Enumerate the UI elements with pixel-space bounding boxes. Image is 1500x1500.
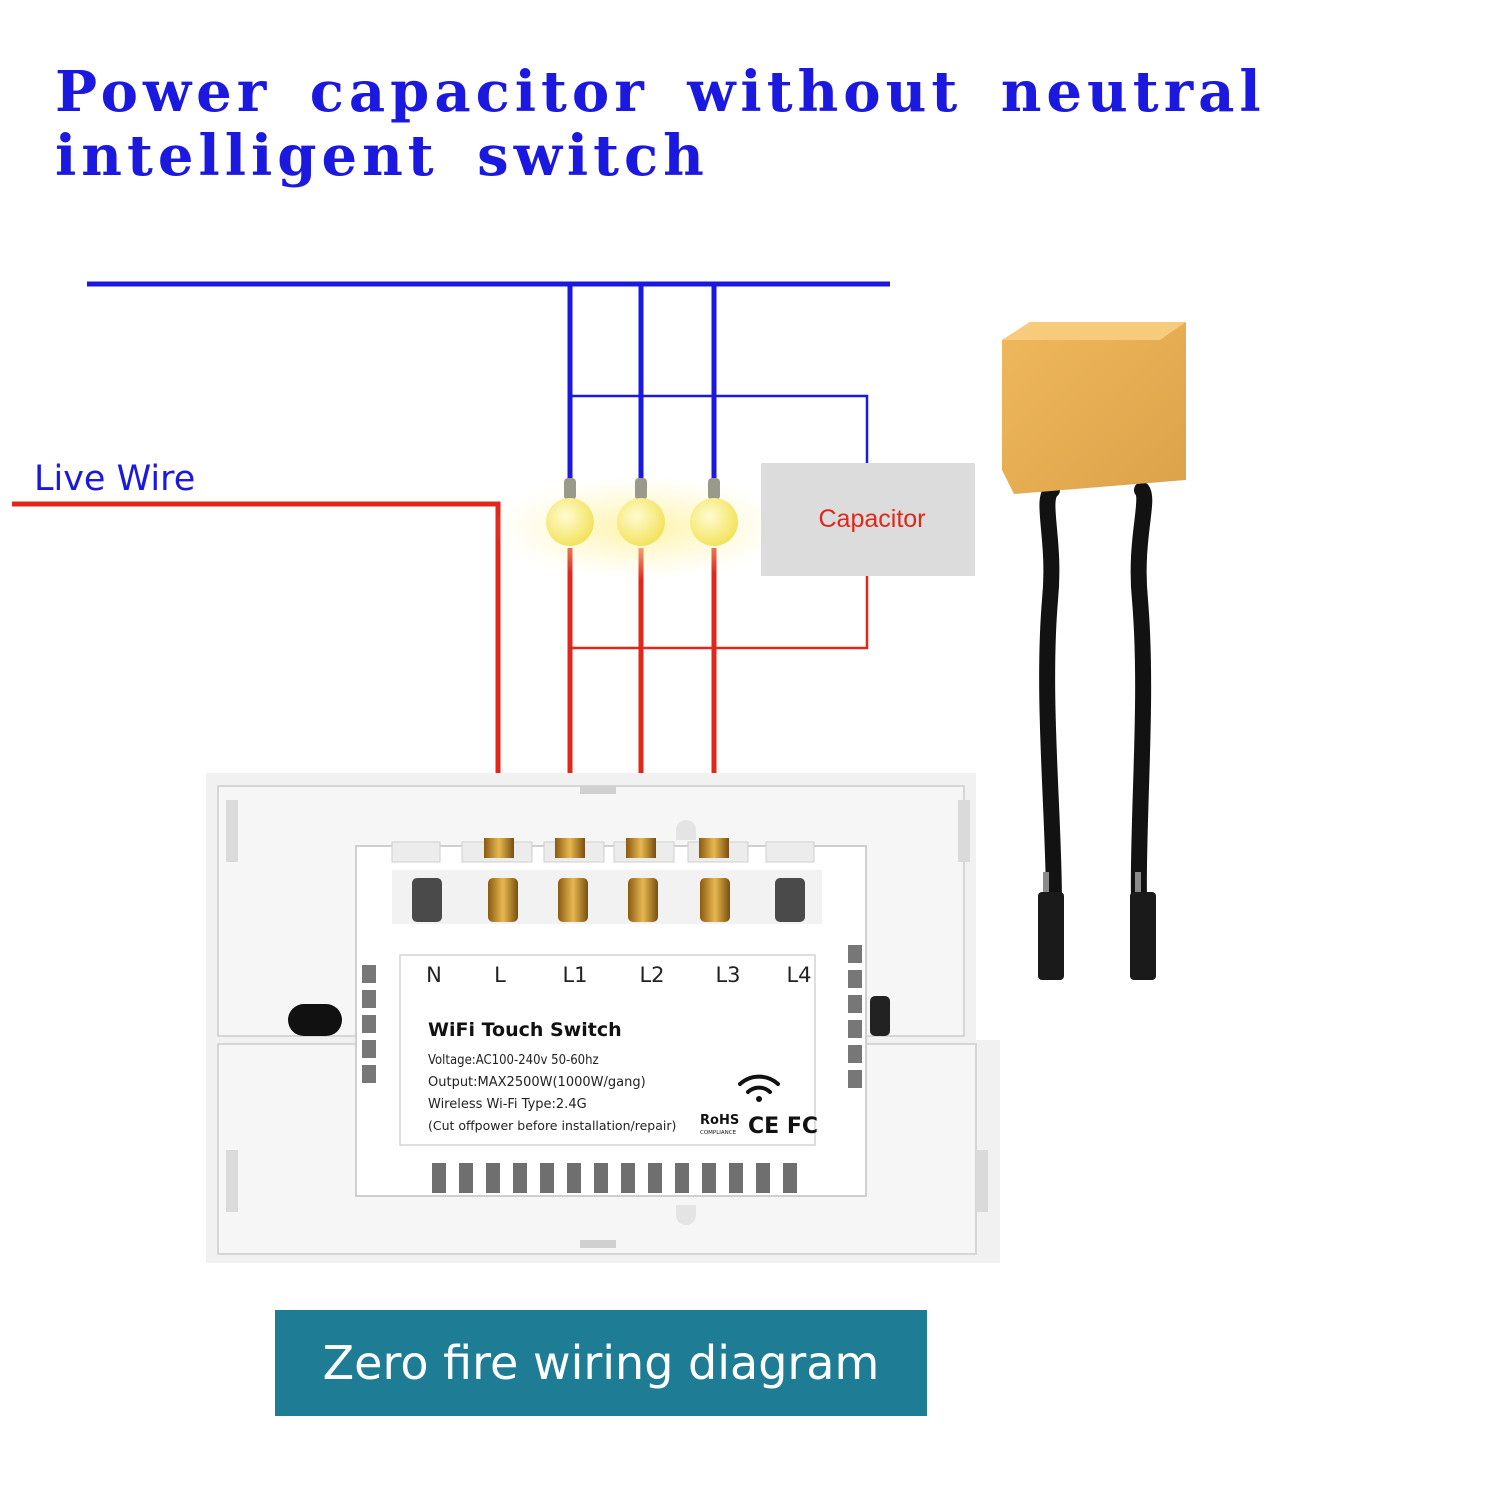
footer-banner: Zero fire wiring diagram [275,1310,927,1416]
capacitor-neutral-lead [570,394,869,463]
bulb-icon [617,478,665,546]
ce-fc-marks: CE FC [748,1114,818,1139]
side-vents-left [362,965,376,1083]
screw-terminals [412,838,805,922]
device-spec-wireless: Wireless Wi-Fi Type:2.4G [428,1097,587,1112]
bulb-icon [690,478,738,546]
screw-icon [699,838,729,858]
screw-icon [555,838,585,858]
rohs-mark: RoHS [700,1113,739,1128]
capacitor-live-lead [570,576,869,650]
terminal-label-l4: L4 [786,963,811,987]
neutral-wires [87,281,890,482]
diagram-title: Power capacitor without neutral intellig… [55,59,1266,189]
bulb-icon [546,478,594,546]
live-wire-label: Live Wire [34,459,195,499]
bottom-vents [432,1163,797,1193]
screw-icon [626,838,656,858]
terminal-labels: N L L1 L2 L3 L4 [426,963,811,987]
capacitor-illustration [1002,322,1186,980]
footer-label: Zero fire wiring diagram [322,1336,880,1390]
capacitor-box [761,463,975,576]
wifi-icon [738,1074,780,1102]
terminal-label-n: N [426,963,442,987]
device-spec-warning: (Cut offpower before installation/repair… [428,1118,676,1133]
terminal-label-l1: L1 [562,963,587,987]
light-bulbs [492,476,792,580]
device-spec-output: Output:MAX2500W(1000W/gang) [428,1075,646,1090]
device-spec-voltage: Voltage:AC100-240v 50-60hz [428,1053,599,1068]
live-wire-line [12,501,501,840]
terminal-label-l2: L2 [639,963,664,987]
side-vents-right [848,945,862,1088]
capacitor-label: Capacitor [819,505,926,533]
device-name: WiFi Touch Switch [428,1019,622,1041]
rohs-compliance-text: COMPLIANCE [700,1130,737,1136]
screw-icon [484,838,514,858]
terminal-label-l: L [494,963,506,987]
terminal-label-l3: L3 [715,963,740,987]
